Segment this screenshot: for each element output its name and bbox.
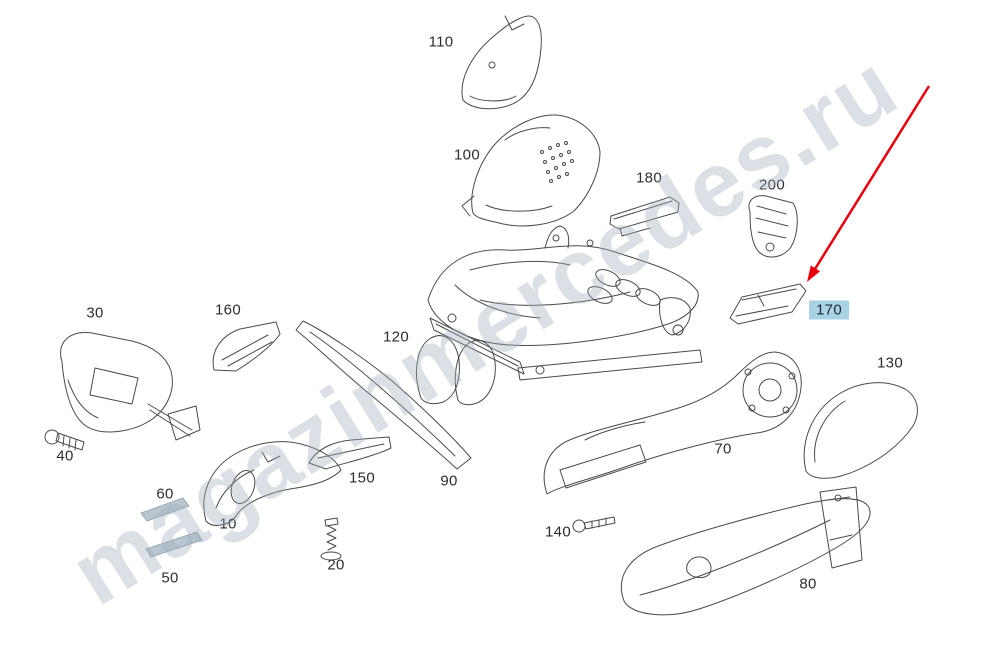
part-drawing-10 <box>203 441 342 526</box>
part-label-120: 120 <box>383 328 409 346</box>
part-drawing-200 <box>748 195 798 258</box>
part-label-10: 10 <box>219 515 237 533</box>
part-drawing-100 <box>461 114 601 227</box>
part-drawing-30 <box>60 332 201 441</box>
part-label-170-highlighted[interactable]: 170 <box>809 300 849 320</box>
part-label-130: 130 <box>877 354 903 372</box>
part-drawing-140 <box>572 516 616 533</box>
part-label-90: 90 <box>440 472 458 490</box>
part-drawing-130 <box>803 382 918 479</box>
part-label-150: 150 <box>349 469 375 487</box>
part-label-40: 40 <box>56 447 74 465</box>
part-label-70: 70 <box>714 440 732 458</box>
part-label-60: 60 <box>156 485 174 503</box>
part-drawing-120 <box>415 335 496 406</box>
part-drawing-60 <box>140 497 190 522</box>
part-label-200: 200 <box>759 176 785 194</box>
part-drawing-50 <box>145 531 203 558</box>
part-label-20: 20 <box>327 556 345 574</box>
part-label-110: 110 <box>428 33 454 51</box>
part-label-180: 180 <box>636 169 662 187</box>
part-drawing-20 <box>320 517 342 561</box>
part-label-160: 160 <box>215 301 241 319</box>
part-drawing-180 <box>609 196 680 237</box>
part-drawing-90 <box>295 320 472 470</box>
part-label-100: 100 <box>454 146 480 164</box>
part-drawing-170 <box>729 283 807 325</box>
part-label-30: 30 <box>86 304 104 322</box>
part-drawing-150 <box>308 436 392 470</box>
part-drawing-70 <box>543 351 802 495</box>
part-label-140: 140 <box>545 523 571 541</box>
part-drawing-seat-frame <box>427 225 703 381</box>
part-drawing-110 <box>461 15 542 110</box>
part-label-80: 80 <box>799 575 817 593</box>
part-drawing-40 <box>44 429 85 451</box>
part-drawing-80 <box>620 486 871 616</box>
part-drawing-160 <box>212 321 281 372</box>
part-label-50: 50 <box>161 569 179 587</box>
